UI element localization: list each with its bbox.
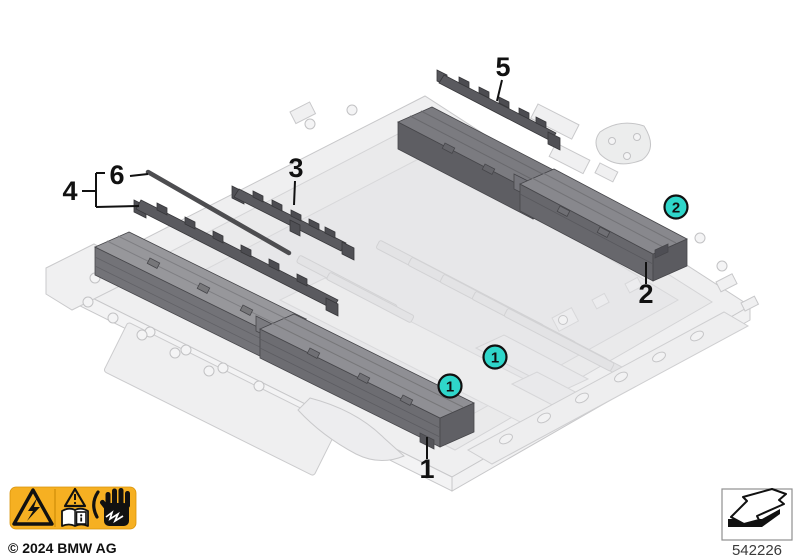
direction-arrow-icon (728, 488, 787, 527)
tension-rod-6[interactable] (145, 169, 292, 256)
callout-4[interactable]: 4 (62, 172, 140, 208)
high-voltage-triangle-icon (12, 488, 54, 526)
cell-module-rear-2[interactable] (397, 106, 688, 282)
electric-shock-hand-icon (92, 488, 130, 526)
callout-3[interactable]: 3 (288, 153, 304, 206)
callout-5-number[interactable]: 5 (495, 52, 510, 82)
safety-label (9, 486, 137, 530)
badge-1a-number[interactable]: 1 (446, 379, 454, 396)
mounting-rail-4[interactable] (133, 199, 339, 317)
callout-1[interactable]: 1 (419, 437, 435, 484)
callout-6[interactable]: 6 (109, 160, 149, 190)
part-number-box (721, 488, 793, 541)
callout-6-number[interactable]: 6 (109, 160, 124, 190)
battery-tray-ghost (45, 95, 760, 492)
callout-2-number[interactable]: 2 (638, 279, 653, 309)
badge-2-number[interactable]: 2 (672, 200, 680, 217)
mounting-rail-5[interactable] (436, 69, 561, 151)
callout-4-number[interactable]: 4 (62, 176, 77, 206)
callout-5[interactable]: 5 (495, 52, 511, 102)
badge-1b[interactable]: 1 (482, 344, 508, 370)
callout-2[interactable]: 2 (638, 262, 654, 309)
callout-3-number[interactable]: 3 (288, 153, 303, 183)
copyright-text: © 2024 BMW AG (8, 540, 117, 556)
badge-1a[interactable]: 1 (437, 373, 463, 399)
part-number-text: 542226 (732, 542, 782, 559)
badge-2[interactable]: 2 (663, 194, 689, 220)
badge-1b-number[interactable]: 1 (491, 350, 499, 367)
read-manual-icon (61, 487, 89, 527)
cell-module-front-1[interactable] (94, 231, 475, 450)
mounting-rail-3[interactable] (231, 185, 355, 261)
callout-1-number[interactable]: 1 (419, 454, 434, 484)
